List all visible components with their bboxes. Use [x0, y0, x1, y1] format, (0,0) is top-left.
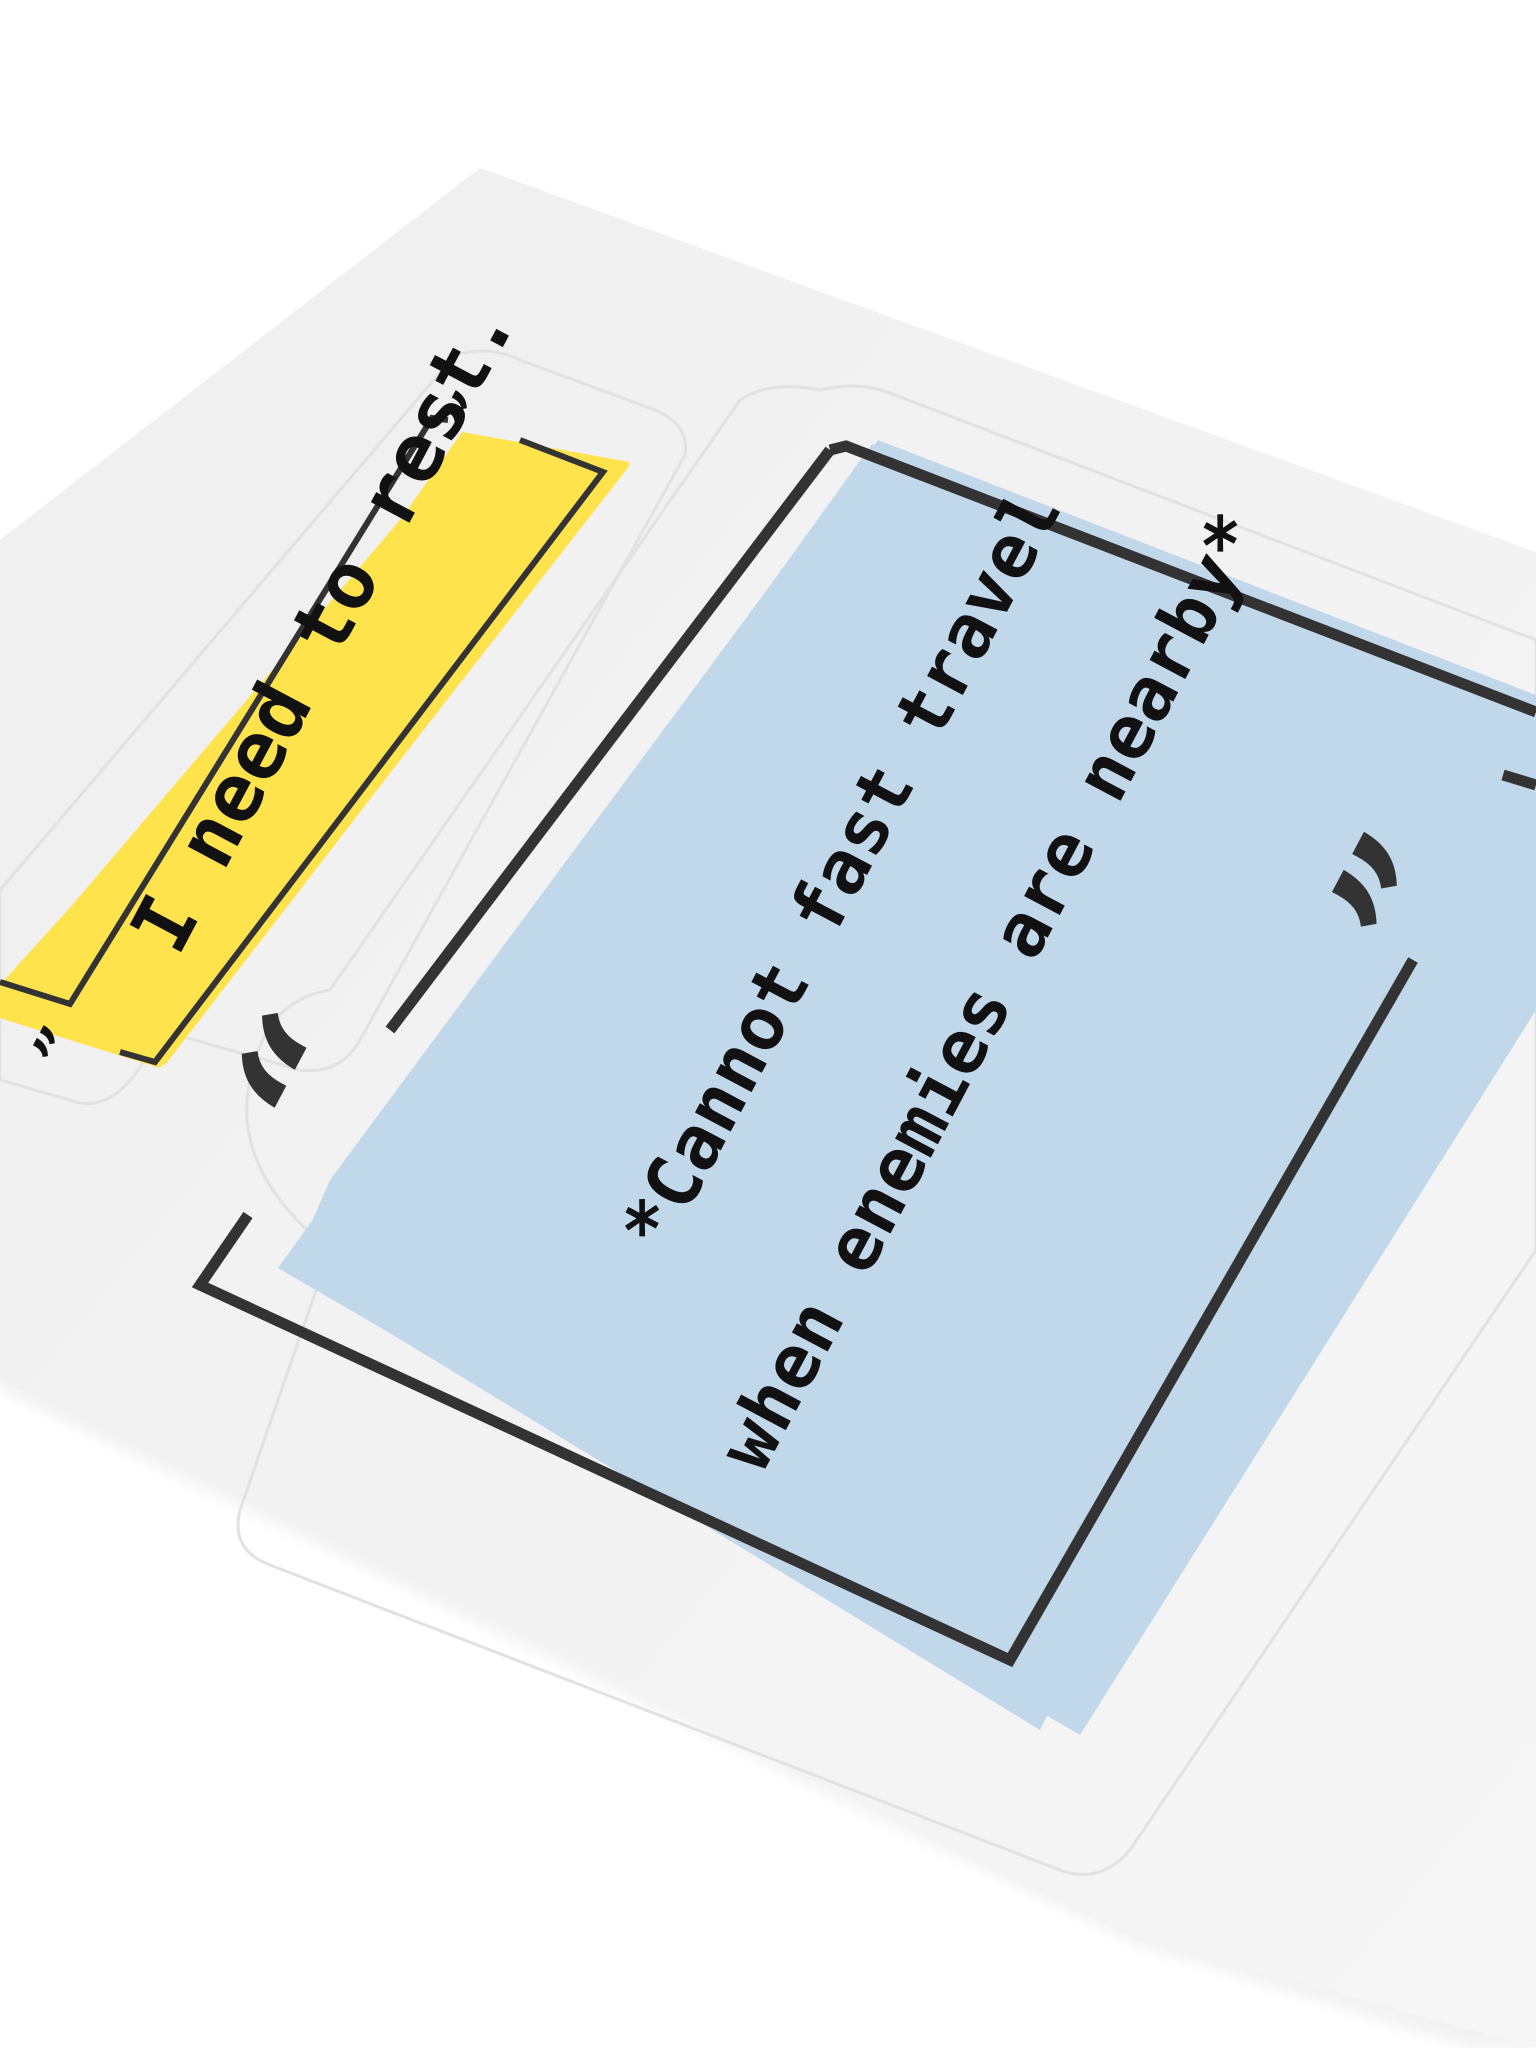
small-sticker: ” ” I need to rest. — [0, 285, 630, 1083]
large-sticker: “ ” *Cannot fast travel when enemies are… — [188, 440, 1536, 1735]
large-sticker-frame-bottom — [191, 957, 1418, 1668]
large-sticker-frame-left-top — [385, 446, 835, 1034]
small-sticker-cutline — [0, 349, 688, 1106]
small-sticker-frame-right — [119, 437, 608, 1066]
small-sticker-frame-left — [0, 414, 449, 1008]
large-sticker-frame-top — [828, 440, 1536, 718]
